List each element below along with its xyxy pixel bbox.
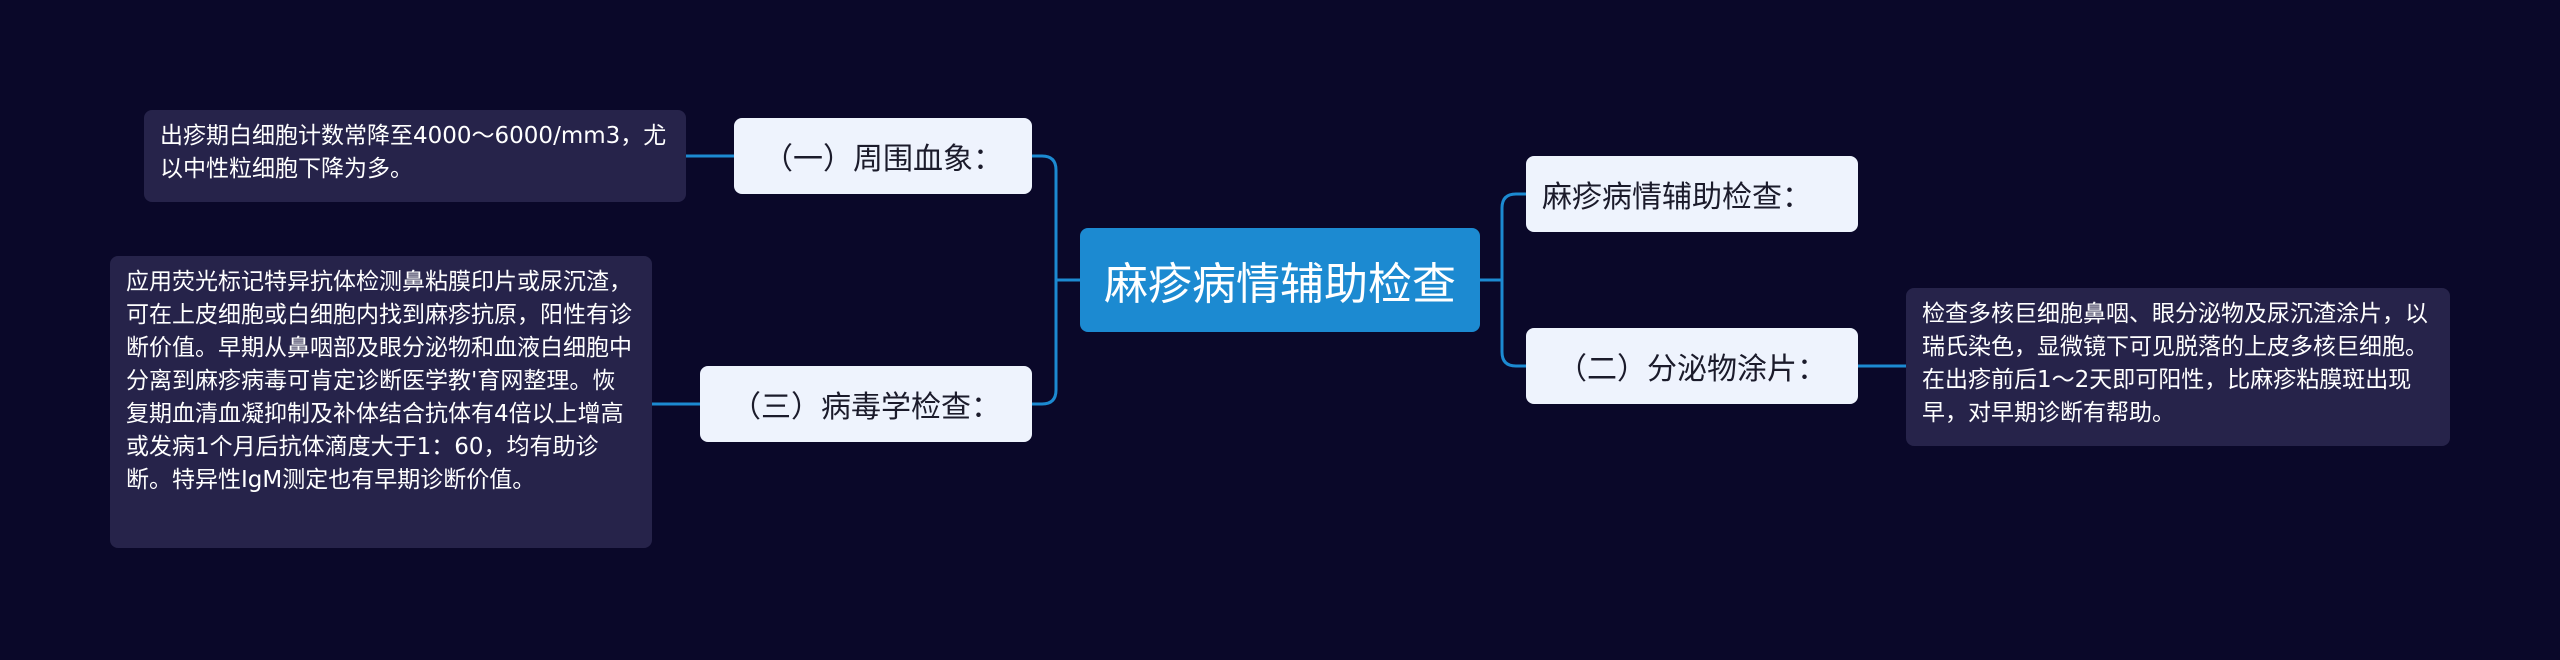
root-label: 麻疹病情辅助检查: [1104, 259, 1456, 310]
branch-label: （一）周围血象：: [763, 142, 1003, 177]
branch-node-virology[interactable]: （三）病毒学检查：: [700, 366, 1032, 442]
branch-label: 麻疹病情辅助检查：: [1542, 180, 1812, 215]
leaf-node-peripheral-blood[interactable]: 出疹期白细胞计数常降至4000～6000/mm3，尤以中性粒细胞下降为多。: [144, 110, 686, 202]
leaf-node-virology[interactable]: 应用荧光标记特异抗体检测鼻粘膜印片或尿沉渣，可在上皮细胞或白细胞内找到麻疹抗原，…: [110, 256, 652, 548]
connector-root-to-branch-2: [1478, 278, 1528, 368]
leaf-text: 检查多核巨细胞鼻咽、眼分泌物及尿沉渣涂片，以瑞氏染色，显微镜下可见脱落的上皮多核…: [1922, 301, 2428, 426]
root-node[interactable]: 麻疹病情辅助检查: [1080, 228, 1480, 332]
branch-node-auxiliary-exam[interactable]: 麻疹病情辅助检查：: [1526, 156, 1858, 232]
branch-node-secretion-smear[interactable]: （二）分泌物涂片：: [1526, 328, 1858, 404]
leaf-text: 出疹期白细胞计数常降至4000～6000/mm3，尤以中性粒细胞下降为多。: [160, 123, 667, 182]
connector-root-to-branch-1: [1030, 154, 1082, 282]
leaf-node-secretion-smear[interactable]: 检查多核巨细胞鼻咽、眼分泌物及尿沉渣涂片，以瑞氏染色，显微镜下可见脱落的上皮多核…: [1906, 288, 2450, 446]
leaf-text: 应用荧光标记特异抗体检测鼻粘膜印片或尿沉渣，可在上皮细胞或白细胞内找到麻疹抗原，…: [126, 269, 632, 493]
connector-root-to-branch-r1: [1478, 192, 1528, 282]
branch-label: （二）分泌物涂片：: [1557, 352, 1827, 387]
branch-label: （三）病毒学检查：: [731, 390, 1001, 425]
connector-root-to-branch-3: [1030, 278, 1082, 406]
branch-node-peripheral-blood[interactable]: （一）周围血象：: [734, 118, 1032, 194]
